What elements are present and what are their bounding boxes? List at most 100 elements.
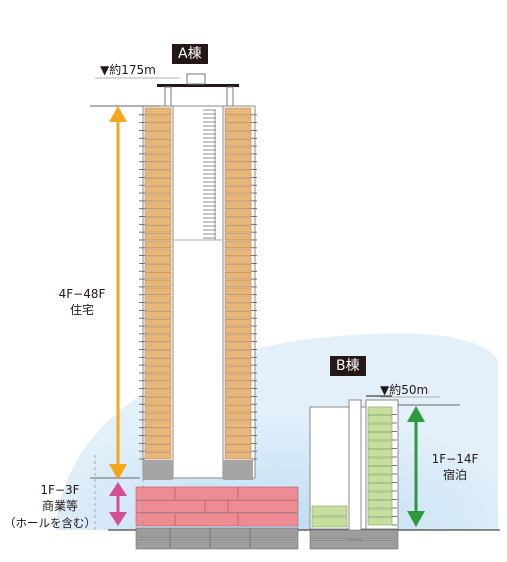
- residential-floor-right: [224, 365, 252, 374]
- commercial-floor: [135, 486, 299, 500]
- residential-floor-left: [144, 404, 172, 413]
- residential-floor-right: [224, 256, 252, 264]
- residential-floor-left: [144, 264, 172, 272]
- residential-floor-left: [144, 295, 172, 303]
- tower-b-basement: [309, 539, 399, 550]
- residential-floor-left: [144, 170, 172, 178]
- residential-floor-right: [224, 138, 252, 147]
- hotel-use-label: 宿泊: [442, 468, 467, 482]
- residential-floor-left: [144, 420, 172, 429]
- commercial-use-label: 商業等: [41, 499, 78, 513]
- residential-floor-right: [224, 264, 252, 272]
- residential-floor-left: [144, 225, 172, 233]
- residential-floor-right: [224, 287, 252, 296]
- residential-floor-right: [224, 178, 252, 186]
- residential-floor-right: [224, 185, 252, 194]
- residential-floor-right: [224, 170, 252, 178]
- residential-floor-left: [144, 193, 172, 202]
- residential-floor-right: [224, 428, 252, 436]
- residential-floor-right: [224, 318, 252, 327]
- residential-floor-left: [144, 389, 172, 397]
- residential-floor-right: [224, 146, 252, 155]
- residential-floor-right: [224, 381, 252, 389]
- basement-level: [135, 538, 299, 550]
- hotel-floor: [367, 432, 393, 441]
- residential-floor-left: [144, 373, 172, 382]
- hotel-floor: [367, 466, 393, 475]
- hotel-floor: [367, 440, 393, 449]
- residential-floor-left: [144, 248, 172, 256]
- residential-floor-right: [224, 201, 252, 209]
- hotel-floor: [367, 406, 393, 415]
- residential-floor-left: [144, 154, 172, 163]
- residential-floor-right: [224, 444, 252, 452]
- residential-floor-left: [144, 444, 172, 452]
- residential-floor-left: [144, 115, 172, 123]
- residential-floor-left: [144, 240, 172, 249]
- residential-floor-left: [144, 107, 172, 116]
- commercial-podium: [135, 486, 299, 527]
- basement-block: [135, 527, 299, 550]
- residential-floor-right: [224, 397, 252, 405]
- commercial-floors-label: 1F−3F: [40, 483, 80, 497]
- hotel-floor: [367, 483, 393, 492]
- tower-a-tag: A棟: [172, 44, 208, 64]
- tower-b-lobby: [311, 505, 348, 517]
- residential-floor-right: [224, 240, 252, 249]
- tower-b-tag: B棟: [330, 356, 366, 376]
- residential-floor-right: [224, 303, 252, 311]
- tower-b-building: [309, 395, 399, 550]
- residential-floor-right: [224, 162, 252, 170]
- residential-floor-right: [224, 131, 252, 139]
- residential-floor-right: [224, 279, 252, 288]
- residential-floor-left: [144, 201, 172, 209]
- residential-floor-right: [224, 404, 252, 413]
- hotel-floor: [367, 474, 393, 483]
- hotel-floors-label: 1F−14F: [431, 452, 479, 466]
- hotel-floor: [367, 457, 393, 466]
- residential-floor-right: [224, 451, 252, 460]
- residential-floor-right: [224, 311, 252, 319]
- residential-floor-left: [144, 334, 172, 342]
- residential-floor-left: [144, 279, 172, 288]
- residential-floor-left: [144, 326, 172, 335]
- residential-floor-left: [144, 428, 172, 436]
- residential-floor-left: [144, 303, 172, 311]
- hotel-floor: [367, 517, 393, 526]
- residential-floor-left: [144, 217, 172, 225]
- residential-floor-right: [224, 232, 252, 241]
- residential-floor-left: [144, 342, 172, 350]
- residential-floor-right: [224, 373, 252, 382]
- residential-floor-right: [224, 412, 252, 421]
- residential-floor-right: [224, 350, 252, 358]
- residential-floor-right: [224, 342, 252, 350]
- residential-floor-right: [224, 271, 252, 280]
- residential-floor-left: [144, 123, 172, 131]
- tower-b-lobby: [311, 516, 348, 528]
- residential-floor-left: [144, 381, 172, 389]
- commercial-floor: [135, 500, 299, 513]
- residential-floors-left: [139, 107, 172, 460]
- residential-floor-left: [144, 162, 172, 170]
- residential-floor-right: [224, 225, 252, 233]
- commercial-height-arrow: [109, 482, 127, 526]
- residential-floor-right: [224, 389, 252, 397]
- hotel-floor: [367, 449, 393, 458]
- residential-floor-right: [224, 358, 252, 366]
- residential-floor-left: [144, 178, 172, 186]
- basement-level: [135, 527, 299, 539]
- residential-floors-label: 4F−48F: [58, 287, 106, 301]
- residential-floor-right: [224, 420, 252, 429]
- residential-floors-right: [224, 107, 257, 460]
- residential-floor-left: [144, 185, 172, 194]
- residential-floor-left: [144, 138, 172, 147]
- hotel-floor: [367, 423, 393, 432]
- tower-b-base: [309, 505, 399, 550]
- residential-floor-left: [144, 397, 172, 405]
- residential-floor-left: [144, 350, 172, 358]
- residential-floor-left: [144, 311, 172, 319]
- residential-floor-left: [144, 365, 172, 374]
- residential-floor-left: [144, 358, 172, 366]
- tower-a-shaft: [139, 105, 257, 480]
